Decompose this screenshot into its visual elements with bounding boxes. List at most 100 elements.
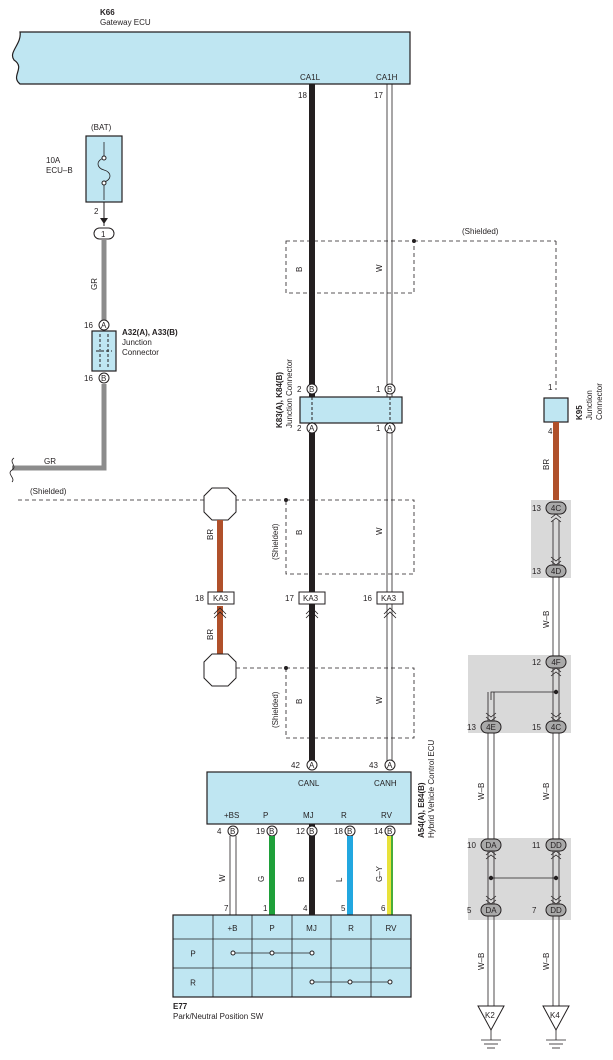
switch-contact bbox=[347, 979, 353, 985]
k83-pin-a-left: 2 bbox=[297, 424, 302, 433]
a32-pin-16-bot: 16 bbox=[84, 374, 93, 383]
connector-oval-label: 4F bbox=[551, 658, 560, 667]
connector-oval-pin: 5 bbox=[467, 906, 472, 915]
ka3-connector-mid: KA3 17 bbox=[285, 591, 326, 619]
wire-label-w-1: W bbox=[375, 264, 384, 272]
fuse-name: ECU–B bbox=[46, 166, 73, 175]
k95-pin-4: 4 bbox=[548, 427, 553, 436]
e77-pin-no: 5 bbox=[341, 904, 346, 913]
k95-name2: Connector bbox=[595, 383, 604, 420]
gr-wire-label: GR bbox=[90, 278, 99, 290]
k83-letter-b-left: B bbox=[309, 385, 314, 394]
k83-pin-b-right: 1 bbox=[376, 385, 381, 394]
svg-text:KA3: KA3 bbox=[381, 594, 397, 603]
gateway-pin-ca1h: CA1H bbox=[376, 73, 398, 82]
connector-oval-label: 4E bbox=[486, 723, 496, 732]
shielded-label-low: (Shielded) bbox=[271, 691, 280, 728]
connector-oval-pin: 15 bbox=[532, 723, 541, 732]
connector-oval-label: DA bbox=[485, 841, 497, 850]
hv-ecu-pin-no: 4 bbox=[217, 827, 222, 836]
br-wire-left-label-bot: BR bbox=[206, 629, 215, 640]
hv-ecu-pin-name: MJ bbox=[303, 811, 314, 820]
e77-pin-no: 7 bbox=[224, 904, 229, 913]
wb-label-4: W–B bbox=[542, 953, 551, 970]
switch-contact bbox=[309, 950, 315, 956]
e77-pin-no: 1 bbox=[263, 904, 268, 913]
switch-contact bbox=[309, 979, 315, 985]
hv-ecu-name: Hybrid Vehicle Control ECU bbox=[427, 740, 436, 838]
hv-ecu-pin-43: 43 bbox=[369, 761, 378, 770]
e77-row-header: R bbox=[190, 979, 196, 988]
ka3-connector-left: KA3 18 bbox=[195, 591, 235, 619]
k83-pin-a-right: 1 bbox=[376, 424, 381, 433]
e77-col-header: MJ bbox=[306, 924, 317, 933]
hv-ecu-box bbox=[206, 771, 412, 825]
hv-ecu-pin-name: P bbox=[263, 811, 268, 820]
switch-contact bbox=[269, 950, 275, 956]
hv-ecu-pin-no: 19 bbox=[256, 827, 265, 836]
gateway-ecu-name: Gateway ECU bbox=[100, 18, 151, 27]
gr-wire bbox=[12, 240, 107, 471]
shield-box-3 bbox=[285, 667, 415, 739]
k83-letter-a-left: A bbox=[309, 424, 315, 433]
e77-pin-no: 6 bbox=[381, 904, 386, 913]
br-wire-right-label: BR bbox=[542, 459, 551, 470]
connector-oval-pin: 11 bbox=[532, 841, 541, 850]
wire-label-b-1: B bbox=[295, 267, 304, 272]
fuse-icon bbox=[97, 142, 111, 200]
hv-ecu-pin-name: +BS bbox=[224, 811, 239, 820]
svg-text:16: 16 bbox=[363, 594, 372, 603]
hv-ecu-canl-letter: A bbox=[309, 761, 315, 770]
svg-text:17: 17 bbox=[285, 594, 294, 603]
wire-label-b-3: B bbox=[295, 699, 304, 704]
wire-label-w-2: W bbox=[375, 527, 384, 535]
k83-letter-b-right: B bbox=[387, 385, 392, 394]
e77-pin-no: 4 bbox=[303, 904, 308, 913]
wire-label-w-3: W bbox=[375, 696, 384, 704]
hv-ecu-pin-42: 42 bbox=[291, 761, 300, 770]
ka3-connector-right: KA3 16 bbox=[363, 591, 404, 619]
connector-oval-label: 4C bbox=[551, 504, 561, 513]
hv-ecu-pin-no: 12 bbox=[296, 827, 305, 836]
connector-oval-pin: 13 bbox=[532, 504, 541, 513]
hv-wire-color-label: G–Y bbox=[375, 865, 384, 882]
a32-pin-b: B bbox=[101, 374, 106, 383]
br-wire-left-label-top: BR bbox=[206, 529, 215, 540]
k95-pin-1: 1 bbox=[548, 383, 553, 392]
wb-label-3: W–B bbox=[477, 783, 486, 800]
connector-oval-pin: 13 bbox=[467, 723, 476, 732]
svg-text:18: 18 bbox=[195, 594, 204, 603]
bat-label: (BAT) bbox=[91, 123, 112, 132]
connector-oval-pin: 12 bbox=[532, 658, 541, 667]
a32-code: A32(A), A33(B) bbox=[122, 328, 178, 337]
gateway-ecu-code: K66 bbox=[100, 8, 115, 17]
hv-ecu-pin-no: 18 bbox=[334, 827, 343, 836]
connector-oval-label: DA bbox=[485, 906, 497, 915]
switch-contact bbox=[387, 979, 393, 985]
hv-ecu-canh: CANH bbox=[374, 779, 397, 788]
hv-ecu-pin-letter: B bbox=[347, 827, 352, 836]
k83-pin-b-left: 2 bbox=[297, 385, 302, 394]
a32-name1: Junction bbox=[122, 338, 152, 347]
shield-box-2 bbox=[285, 499, 415, 575]
k95-junction-box bbox=[543, 397, 569, 423]
hv-ecu-canl: CANL bbox=[298, 779, 320, 788]
svg-text:KA3: KA3 bbox=[213, 594, 229, 603]
k83-name: Junction Connector bbox=[285, 359, 294, 428]
hv-ecu-code: A54(A), E84(B) bbox=[417, 782, 426, 838]
gateway-pin-ca1l: CA1L bbox=[300, 73, 321, 82]
wire-label-b-2: B bbox=[295, 530, 304, 535]
gateway-pin-no-18: 18 bbox=[298, 91, 307, 100]
hv-ecu-pin-letter: B bbox=[309, 827, 314, 836]
svg-text:KA3: KA3 bbox=[303, 594, 319, 603]
k95-name1: Junction bbox=[585, 390, 594, 420]
ground-k4: K4 bbox=[542, 1005, 570, 1049]
hv-ecu-pin-letter: B bbox=[387, 827, 392, 836]
hv-ecu-pin-no: 14 bbox=[374, 827, 383, 836]
fuse-conn-oval bbox=[93, 227, 115, 240]
fuse-conn-pin: 1 bbox=[101, 230, 106, 239]
k83-code: K83(A), K84(B) bbox=[275, 372, 284, 428]
e77-col-header: P bbox=[269, 924, 274, 933]
e77-col-header: RV bbox=[386, 924, 398, 933]
